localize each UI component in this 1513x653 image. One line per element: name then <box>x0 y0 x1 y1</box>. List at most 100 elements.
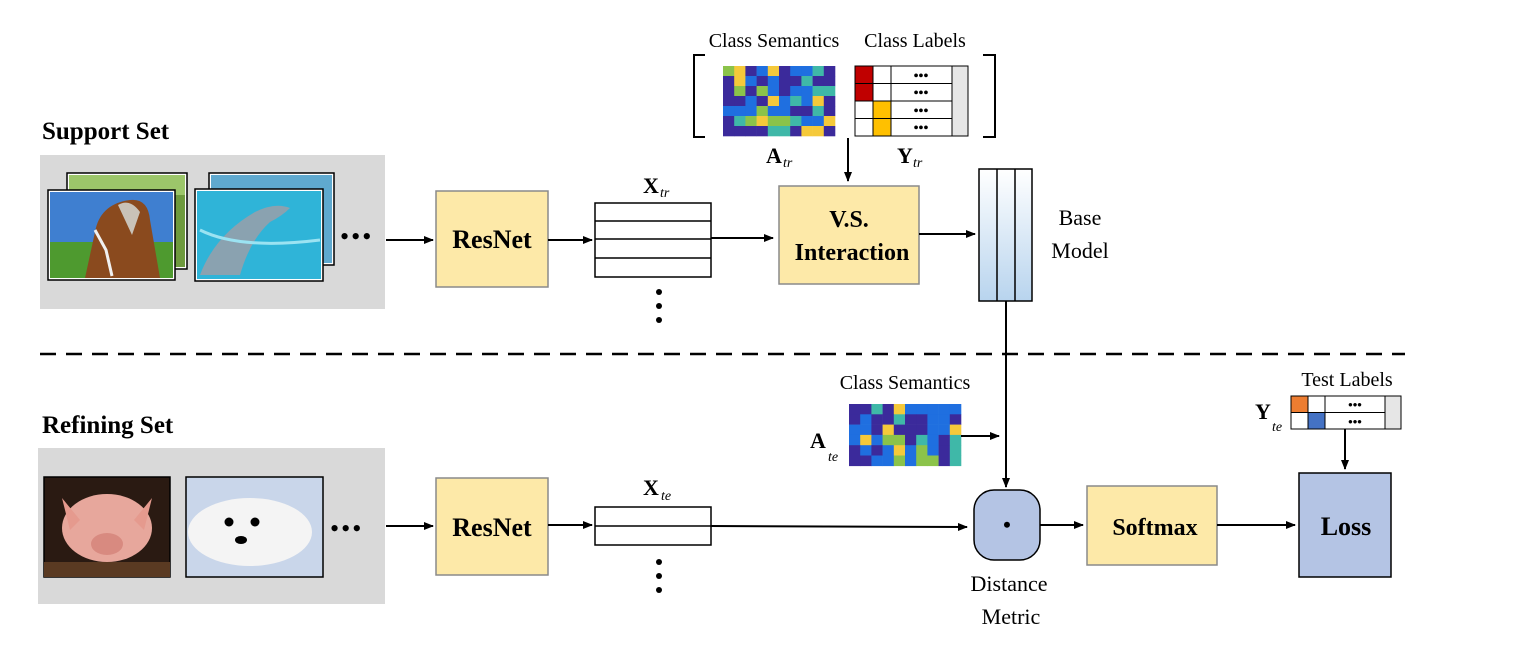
svg-text:•••: ••• <box>914 86 929 101</box>
heatmap-cell <box>745 116 757 127</box>
heatmap-cell <box>790 76 802 87</box>
heatmap-cell <box>905 404 917 415</box>
heatmap-cell <box>756 116 769 127</box>
features-bottom-symbol: X <box>643 475 659 500</box>
refining-ellipsis: ••• <box>330 514 363 543</box>
a-te-symbol: A <box>810 428 826 453</box>
features-top-subscript: tr <box>660 186 670 201</box>
heatmap-cell <box>949 434 962 446</box>
heatmap-cell <box>756 126 769 137</box>
heatmap-cell <box>756 76 769 87</box>
heatmap-cell <box>745 106 757 117</box>
heatmap-cell <box>849 404 861 415</box>
heatmap-cell <box>734 86 746 97</box>
heatmap-cell <box>734 106 746 117</box>
heatmap-cell <box>949 445 962 456</box>
heatmap-cell <box>949 424 962 436</box>
y-te-symbol: Y <box>1255 399 1271 424</box>
heatmap-cell <box>916 434 928 446</box>
heatmap-cell <box>723 66 735 77</box>
heatmap-cell <box>823 76 836 87</box>
heatmap-cell <box>905 445 917 456</box>
base-model-block <box>978 168 1033 302</box>
heatmap-cell <box>779 116 791 127</box>
heatmap-cell <box>734 126 746 137</box>
heatmap-cell <box>767 76 780 87</box>
features-bottom-subscript: te <box>661 489 671 504</box>
heatmap-cell <box>756 86 769 97</box>
heatmap-cell <box>860 424 872 436</box>
vs-line2: Interaction <box>795 240 910 266</box>
heatmap-cell <box>790 96 802 107</box>
vs-line1: V.S. <box>829 207 869 233</box>
base-model-line1: Base <box>1059 205 1102 230</box>
heatmap-cell <box>812 116 825 127</box>
heatmap-cell <box>893 445 906 456</box>
heatmap-cell <box>723 116 735 127</box>
heatmap-cell <box>927 445 939 456</box>
pig-photo <box>43 476 171 578</box>
y-te-subscript: te <box>1272 420 1282 435</box>
heatmap-cell <box>723 126 735 137</box>
heatmap-cell <box>801 96 813 107</box>
heatmap-cell <box>871 424 883 436</box>
softmax-label: Softmax <box>1112 515 1197 541</box>
heatmap-cell <box>823 116 836 127</box>
vs-interaction-box: V.S. Interaction <box>778 185 920 285</box>
heatmap-cell <box>871 455 883 467</box>
heatmap-cell <box>801 106 813 117</box>
seal-pup-photo <box>185 476 324 578</box>
heatmap-cell <box>949 414 962 425</box>
test-labels-title: Test Labels <box>1301 369 1393 391</box>
heatmap-cell <box>779 96 791 107</box>
heatmap-cell <box>860 434 872 446</box>
heatmap-cell <box>767 66 780 77</box>
arrow-features-to-distance <box>710 522 968 531</box>
heatmap-cell <box>779 66 791 77</box>
heatmap-cell <box>949 404 962 415</box>
resnet-top: ResNet <box>435 190 549 288</box>
heatmap-cell <box>860 455 872 467</box>
heatmap-cell <box>938 455 951 467</box>
distance-metric-node: • <box>973 489 1041 561</box>
heatmap-cell <box>767 126 780 137</box>
class-semantics-top-label: Class Semantics <box>709 30 840 52</box>
heatmap-cell <box>723 86 735 97</box>
heatmap-cell <box>756 106 769 117</box>
heatmap-cell <box>767 96 780 107</box>
a-tr-symbol: A <box>766 143 782 168</box>
heatmap-cell <box>882 445 895 456</box>
heatmap-cell <box>734 96 746 107</box>
class-labels-top-label: Class Labels <box>864 30 966 52</box>
resnet-bottom: ResNet <box>435 477 549 576</box>
heatmap-cell <box>790 126 802 137</box>
heatmap-cell <box>823 86 836 97</box>
heatmap-cell <box>938 424 951 436</box>
heatmap-cell <box>905 424 917 436</box>
base-model-line2: Model <box>1051 238 1108 263</box>
heatmap-cell <box>860 414 872 425</box>
heatmap-cell <box>949 455 962 467</box>
heatmap-cell <box>893 455 906 467</box>
heatmap-cell <box>734 116 746 127</box>
heatmap-cell <box>893 424 906 436</box>
heatmap-cell <box>882 434 895 446</box>
horse-photo <box>47 172 188 281</box>
heatmap-cell <box>790 66 802 77</box>
heatmap-cell <box>938 434 951 446</box>
loss-box: Loss <box>1298 472 1392 578</box>
heatmap-cell <box>823 106 836 117</box>
heatmap-cell <box>882 424 895 436</box>
heatmap-cell <box>905 455 917 467</box>
heatmap-cell <box>893 414 906 425</box>
a-te-subscript: te <box>828 450 838 465</box>
heatmap-cell <box>801 126 813 137</box>
heatmap-cell <box>779 106 791 117</box>
heatmap-cell <box>801 86 813 97</box>
support-set-title: Support Set <box>42 118 170 145</box>
heatmap-cell <box>893 404 906 415</box>
heatmap-cell <box>927 455 939 467</box>
y-tr-subscript: tr <box>913 156 923 171</box>
heatmap-cell <box>905 414 917 425</box>
heatmap-cell <box>801 66 813 77</box>
